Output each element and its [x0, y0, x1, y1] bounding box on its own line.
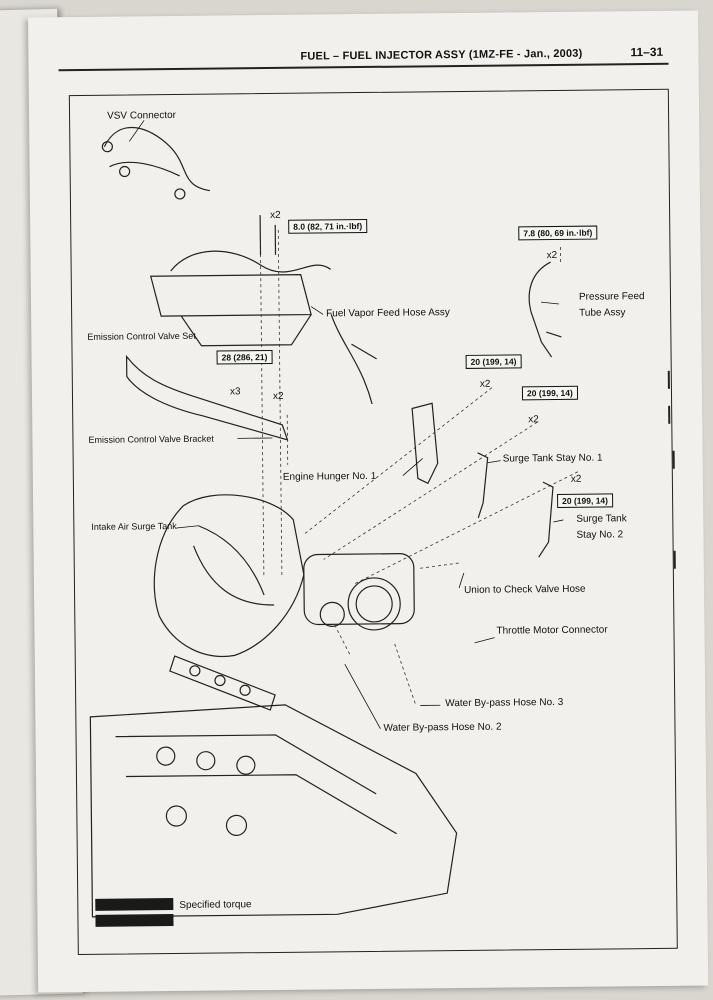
label-union-check-valve-hose: Union to Check Valve Hose: [463, 583, 586, 596]
multiplier-6: x2: [528, 414, 539, 426]
label-intake-air-surge-tank: Intake Air Surge Tank: [91, 520, 177, 532]
legend-specified-torque: Specified torque: [179, 899, 252, 911]
label-pressure-feed-1: Pressure Feed: [578, 291, 645, 303]
label-pressure-feed-2: Tube Assy: [579, 307, 626, 319]
legend-torque-swatch: [95, 898, 174, 911]
label-water-bypass-3: Water By-pass Hose No. 3: [445, 696, 564, 710]
label-water-bypass-2: Water By-pass Hose No. 2: [383, 721, 502, 734]
multiplier-7: x2: [570, 473, 582, 485]
multiplier-1: x2: [270, 209, 281, 221]
label-emission-control-valve-bracket: Emission Control Valve Bracket: [88, 433, 214, 445]
margin-tab-3: [672, 450, 675, 469]
torque-box-3: 28 (286, 21): [216, 349, 273, 365]
label-throttle-motor-connector: Throttle Motor Connector: [496, 624, 608, 637]
multiplier-5: x2: [479, 378, 491, 390]
multiplier-2: x2: [546, 249, 558, 262]
torque-box-6: 20 (199, 14): [557, 493, 614, 508]
torque-box-1: 8.0 (82, 71 in.·lbf): [288, 218, 368, 234]
torque-box-5: 20 (199, 14): [521, 385, 578, 401]
label-surge-tank-stay-1: Surge Tank Stay No. 1: [502, 452, 603, 465]
label-engine-hunger: Engine Hunger No. 1: [282, 470, 377, 483]
margin-tab-4: [673, 550, 676, 569]
legend-nonreusable-swatch: [95, 914, 174, 927]
manual-page: FUEL – FUEL INJECTOR ASSY (1MZ-FE - Jan.…: [28, 10, 709, 993]
label-surge-tank-stay-2b: Stay No. 2: [576, 529, 624, 541]
label-emission-control-valve-set: Emission Control Valve Set: [87, 330, 196, 342]
multiplier-3: x3: [229, 386, 241, 398]
label-vsv-connector: VSV Connector: [106, 109, 177, 122]
multiplier-4: x2: [272, 390, 284, 402]
label-surge-tank-stay-2a: Surge Tank: [576, 513, 627, 525]
label-fuel-vapor-feed-hose: Fuel Vapor Feed Hose Assy: [326, 307, 450, 320]
margin-tab-2: [668, 405, 671, 424]
exploded-view-drawing: [89, 120, 578, 918]
torque-box-2: 7.8 (80, 69 in.·lbf): [518, 225, 598, 241]
torque-box-4: 20 (199, 14): [465, 354, 522, 369]
margin-tab-1: [667, 370, 670, 389]
